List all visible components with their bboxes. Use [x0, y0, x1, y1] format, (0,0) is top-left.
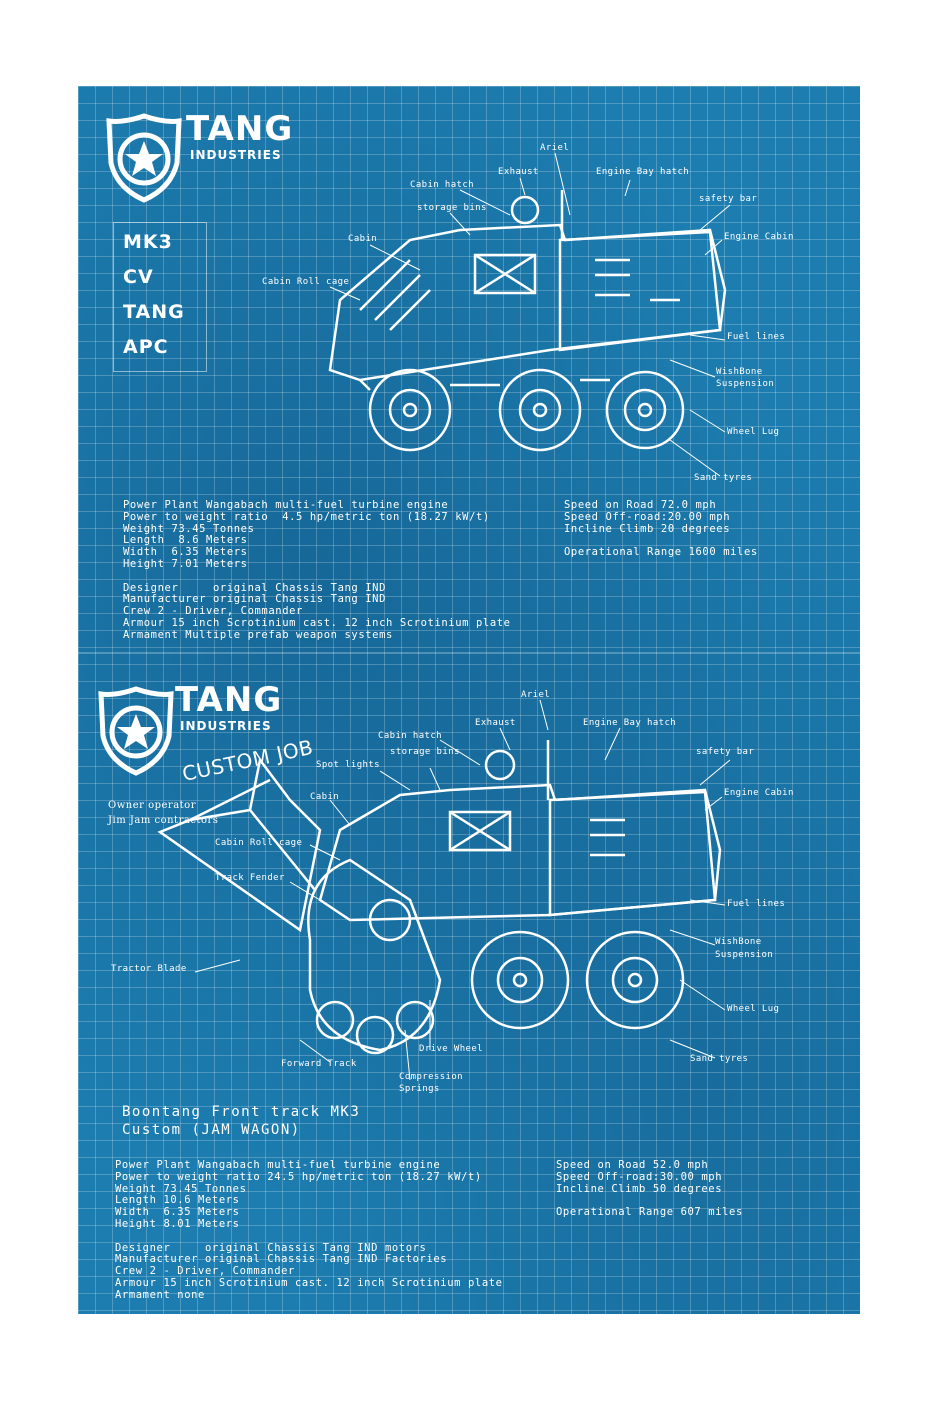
spec-line: Weight 73.45 Tonnes — [115, 1182, 247, 1195]
leader-lines — [194, 699, 731, 1081]
callout-label: WishBone — [716, 367, 763, 377]
spec-line: Speed Off-road:20.00 mph — [564, 510, 731, 523]
spec-line: Crew 2 - Driver, Commander — [115, 1265, 295, 1278]
spec-line — [123, 571, 511, 583]
callout-label: WishBone — [715, 937, 762, 947]
model-line: TANG — [123, 301, 185, 323]
spec-line — [115, 1231, 503, 1243]
spec-line: Incline Climb 20 degrees — [564, 522, 731, 535]
spec-list-left: Power Plant Wangabach multi-fuel turbine… — [123, 499, 511, 642]
callout-label: Track Fender — [215, 873, 285, 883]
model-box: MK3 CV TANG APC — [113, 222, 207, 372]
callout-label: Spot lights — [316, 760, 381, 770]
brand-sub: INDUSTRIES — [180, 719, 272, 733]
spec-line: Crew 2 - Driver, Commander — [123, 605, 303, 618]
apc-vehicle-drawing — [328, 190, 727, 452]
spec-line: Power to weight ratio 4.5 hp/metric ton … — [123, 510, 490, 523]
spec-line: Speed on Road 72.0 mph — [564, 499, 717, 511]
spec-line: Manufacturer original Chassis Tang IND F… — [115, 1253, 448, 1266]
jam-wagon-vehicle-drawing — [157, 740, 722, 1055]
callout-label: Engine Bay hatch — [596, 167, 690, 177]
owner-line: Jim Jam contractors — [108, 815, 219, 826]
callout-label: Wheel Lug — [727, 1004, 780, 1014]
fold-line — [78, 652, 860, 654]
spec-line: Width 6.35 Meters — [115, 1206, 240, 1219]
spec-line: Weight 73.45 Tonnes — [123, 522, 255, 535]
callout-label: Springs — [399, 1084, 440, 1094]
brand-name: TANG — [186, 109, 294, 149]
callout-label: Wheel Lug — [727, 427, 780, 437]
spec-line: Armament none — [115, 1288, 205, 1301]
callout-label: Exhaust — [498, 167, 539, 177]
spec-line: Speed Off-road:30.00 mph — [556, 1170, 723, 1183]
spec-line: Height 8.01 Meters — [115, 1217, 240, 1230]
callout-label: Engine Cabin — [724, 788, 794, 798]
callout-label: Engine Bay hatch — [583, 718, 677, 728]
spec-line: Manufacturer original Chassis Tang IND — [123, 593, 387, 606]
spec-line: Operational Range 1600 miles — [564, 546, 758, 559]
callout-label: Suspension — [716, 379, 775, 389]
callout-label: Fuel lines — [727, 332, 786, 342]
callout-label: Cabin hatch — [378, 731, 443, 741]
callout-label: Cabin — [310, 792, 340, 802]
callout-label: Sand tyres — [694, 473, 753, 483]
spec-line: Height 7.01 Meters — [123, 557, 248, 570]
model-line: CV — [123, 266, 154, 288]
callout-label: Suspension — [715, 950, 774, 960]
shield-star-logo-icon — [106, 113, 182, 203]
vehicle-title: Boontang Front track MK3 — [122, 1104, 361, 1120]
callout-label: storage bins — [390, 747, 460, 757]
callout-label: storage bins — [417, 203, 487, 213]
spec-line: Incline Climb 50 degrees — [556, 1182, 723, 1195]
spec-line: Operational Range 607 miles — [556, 1206, 743, 1219]
blueprint-paper — [78, 86, 860, 1314]
model-line: MK3 — [123, 231, 173, 253]
callout-label: Cabin Roll cage — [215, 838, 303, 848]
spec-line: Length 10.6 Meters — [115, 1194, 240, 1207]
shield-star-logo-icon — [98, 686, 174, 776]
spec-line: Width 6.35 Meters — [123, 546, 248, 559]
callout-label: Cabin — [348, 234, 378, 244]
brand-sub: INDUSTRIES — [190, 148, 282, 162]
spec-line: Power Plant Wangabach multi-fuel turbine… — [123, 499, 449, 511]
callout-label: Engine Cabin — [724, 232, 794, 242]
vehicle-title: Custom (JAM WAGON) — [122, 1122, 301, 1138]
callout-label: Drive Wheel — [419, 1044, 484, 1054]
callout-label: Cabin Roll cage — [262, 277, 350, 287]
spec-line: Power Plant Wangabach multi-fuel turbine… — [115, 1159, 441, 1171]
leader-lines — [329, 152, 731, 477]
callout-label: Sand tyres — [690, 1054, 749, 1064]
callout-label: Ariel — [540, 143, 570, 153]
spec-line: Armament Multiple prefab weapon systems — [123, 628, 393, 641]
callout-label: safety bar — [699, 194, 758, 204]
spec-line: Power to weight ratio 24.5 hp/metric ton… — [115, 1170, 482, 1183]
spec-list-left: Power Plant Wangabach multi-fuel turbine… — [115, 1159, 503, 1302]
spec-line: Designer original Chassis Tang IND motor… — [115, 1241, 427, 1254]
spec-line: Designer original Chassis Tang IND — [123, 581, 387, 594]
callout-label: Exhaust — [475, 718, 516, 728]
callout-label: safety bar — [696, 747, 755, 757]
owner-line: Owner operator — [108, 800, 196, 811]
brand-name: TANG — [175, 680, 283, 720]
callout-label: Fuel lines — [727, 899, 786, 909]
callout-label: Ariel — [521, 690, 551, 700]
callout-label: Compression — [399, 1072, 464, 1082]
callout-label: Cabin hatch — [410, 180, 475, 190]
spec-line: Armour 15 inch Scrotinium cast. 12 inch … — [123, 616, 511, 629]
spec-line: Speed on Road 52.0 mph — [556, 1159, 709, 1171]
model-line: APC — [123, 336, 169, 358]
spec-line: Length 8.6 Meters — [123, 534, 248, 547]
spec-line: Armour 15 inch Scrotinium cast. 12 inch … — [115, 1276, 503, 1289]
callout-label: Tractor Blade — [111, 964, 187, 974]
callout-label: Forward Track — [281, 1059, 357, 1069]
